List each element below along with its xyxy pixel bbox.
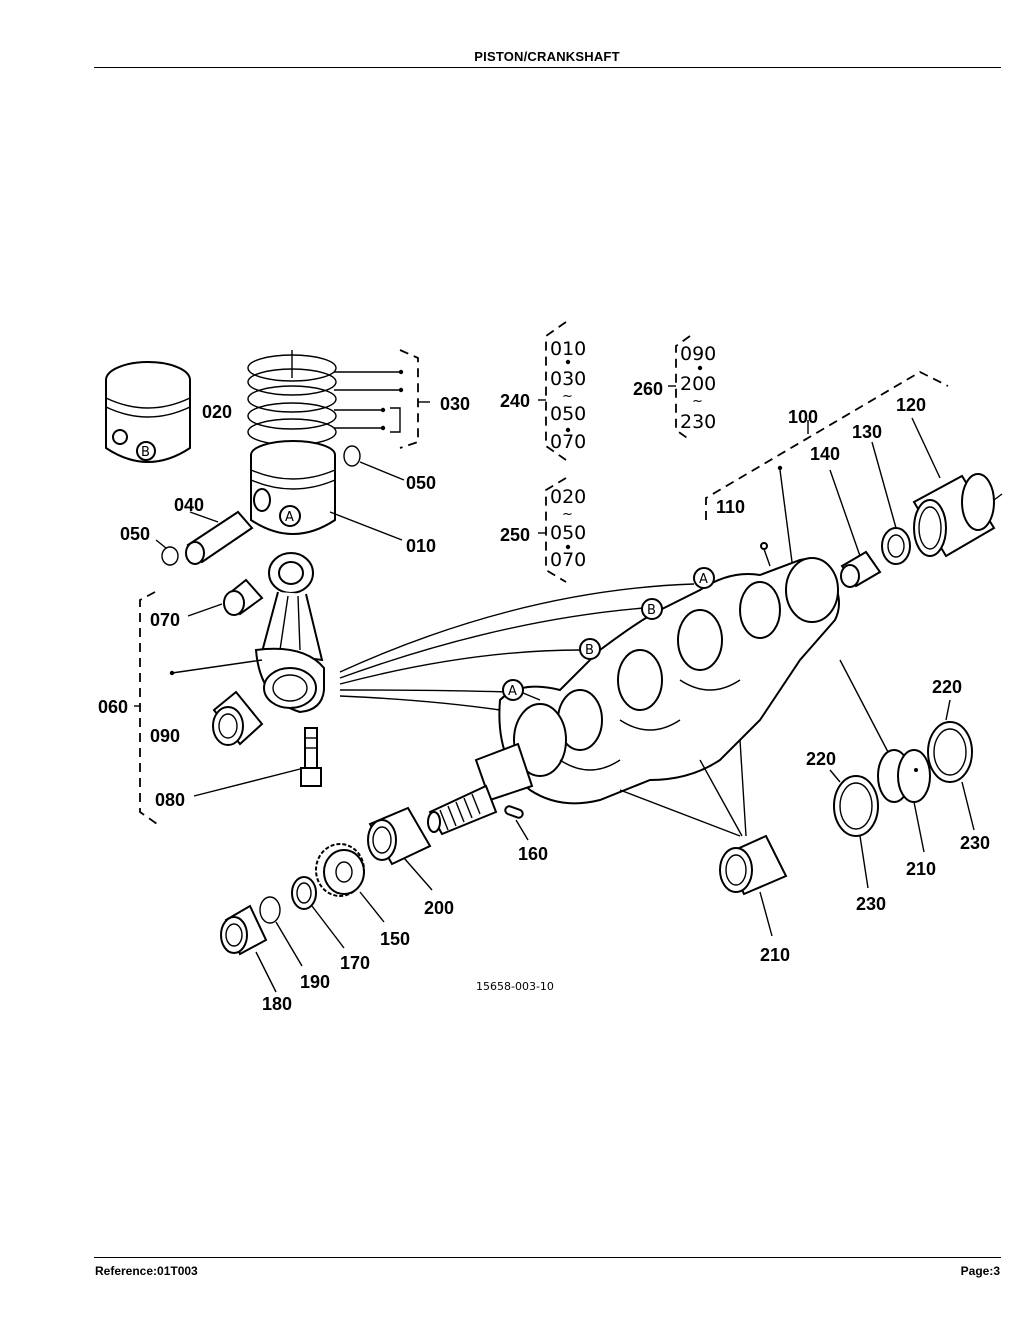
callout-210-right: 210	[906, 859, 936, 879]
callout-010: 010	[406, 536, 436, 556]
bearing-200-drawing	[367, 806, 433, 891]
callout-230-left: 230	[856, 894, 886, 914]
callout-070: 070	[150, 610, 180, 630]
piston-rings-drawing	[247, 349, 430, 449]
piston-010-drawing: A	[250, 440, 403, 541]
callout-050-lower: 050	[120, 524, 150, 544]
collar-180-drawing	[220, 904, 277, 993]
o-ring-190-drawing	[259, 896, 303, 967]
marker-b-crank-1: B	[647, 603, 656, 618]
bearing-130-drawing	[871, 441, 911, 565]
callout-230-right: 230	[960, 833, 990, 853]
group-250-item-3: 070	[550, 549, 586, 571]
bracket-260	[675, 335, 691, 441]
callout-260: 260	[633, 379, 663, 399]
washer-220-right-drawing	[927, 699, 975, 831]
callout-160: 160	[518, 844, 548, 864]
bearing-090-drawing	[212, 690, 264, 746]
callout-090: 090	[150, 726, 180, 746]
header-rule	[94, 67, 1001, 68]
marker-a-crank-1: A	[699, 572, 708, 587]
group-250-item-2: 050	[550, 522, 586, 544]
callout-180: 180	[262, 994, 292, 1014]
svg-text:~: ~	[562, 389, 573, 404]
group-260-item-2: 200	[680, 373, 716, 395]
callout-150: 150	[380, 929, 410, 949]
callout-100: 100	[788, 407, 818, 427]
sleeve-120-drawing	[911, 417, 1003, 558]
bracket-240	[545, 321, 567, 461]
gear-150-drawing	[315, 843, 385, 923]
piston-pin-040-drawing	[185, 510, 254, 565]
callout-110: 110	[716, 497, 745, 517]
callout-220-left: 220	[806, 749, 836, 769]
snap-ring-lower	[161, 546, 179, 566]
piston-020-drawing: B	[105, 361, 191, 463]
callout-130: 130	[852, 422, 882, 442]
bearing-210-right-drawing	[877, 749, 931, 853]
crankshaft-drawing	[427, 465, 840, 841]
svg-text:~: ~	[692, 394, 703, 409]
page-title: PISTON/CRANKSHAFT	[474, 49, 620, 64]
callout-020: 020	[202, 402, 232, 422]
bracket-250	[545, 477, 567, 583]
callout-250: 250	[500, 525, 530, 545]
callout-210-lower: 210	[760, 945, 790, 965]
group-260-item-1: 090	[680, 343, 716, 365]
callout-190: 190	[300, 972, 330, 992]
bracket-100	[705, 370, 949, 520]
marker-a-crank-2: A	[508, 684, 517, 699]
drawing-number: 15658-003-10	[476, 980, 554, 993]
callout-240: 240	[500, 391, 530, 411]
callout-050-upper: 050	[406, 473, 436, 493]
group-250-item-1: 020	[550, 486, 586, 508]
group-240-item-4: 070	[550, 431, 586, 453]
marker-b: B	[141, 445, 150, 460]
snap-ring-upper	[343, 445, 361, 467]
washer-170-drawing	[291, 876, 345, 949]
reference-code: Reference:01T003	[95, 1264, 198, 1278]
callout-170: 170	[340, 953, 370, 973]
marker-a: A	[285, 510, 294, 525]
callout-030: 030	[440, 394, 470, 414]
callout-040: 040	[174, 495, 204, 515]
callout-080: 080	[155, 790, 185, 810]
footer-rule	[94, 1257, 1001, 1258]
callout-140: 140	[810, 444, 840, 464]
group-240-item-2: 030	[550, 368, 586, 390]
washer-220-left-drawing	[829, 769, 879, 889]
marker-b-crank-2: B	[585, 643, 594, 658]
callout-200: 200	[424, 898, 454, 918]
bushing-140-drawing	[829, 469, 882, 588]
page-number: Page:3	[960, 1264, 1000, 1278]
bearing-210-lower-drawing	[719, 834, 788, 937]
svg-text:~: ~	[562, 507, 573, 522]
bushing-070-drawing	[187, 578, 264, 617]
callout-220-right: 220	[932, 677, 962, 697]
group-240-item-1: 010	[550, 338, 586, 360]
callout-060: 060	[98, 697, 128, 717]
callout-120: 120	[896, 395, 926, 415]
group-240-item-3: 050	[550, 403, 586, 425]
group-260-item-3: 230	[680, 411, 716, 433]
connecting-rod-drawing	[169, 552, 325, 797]
